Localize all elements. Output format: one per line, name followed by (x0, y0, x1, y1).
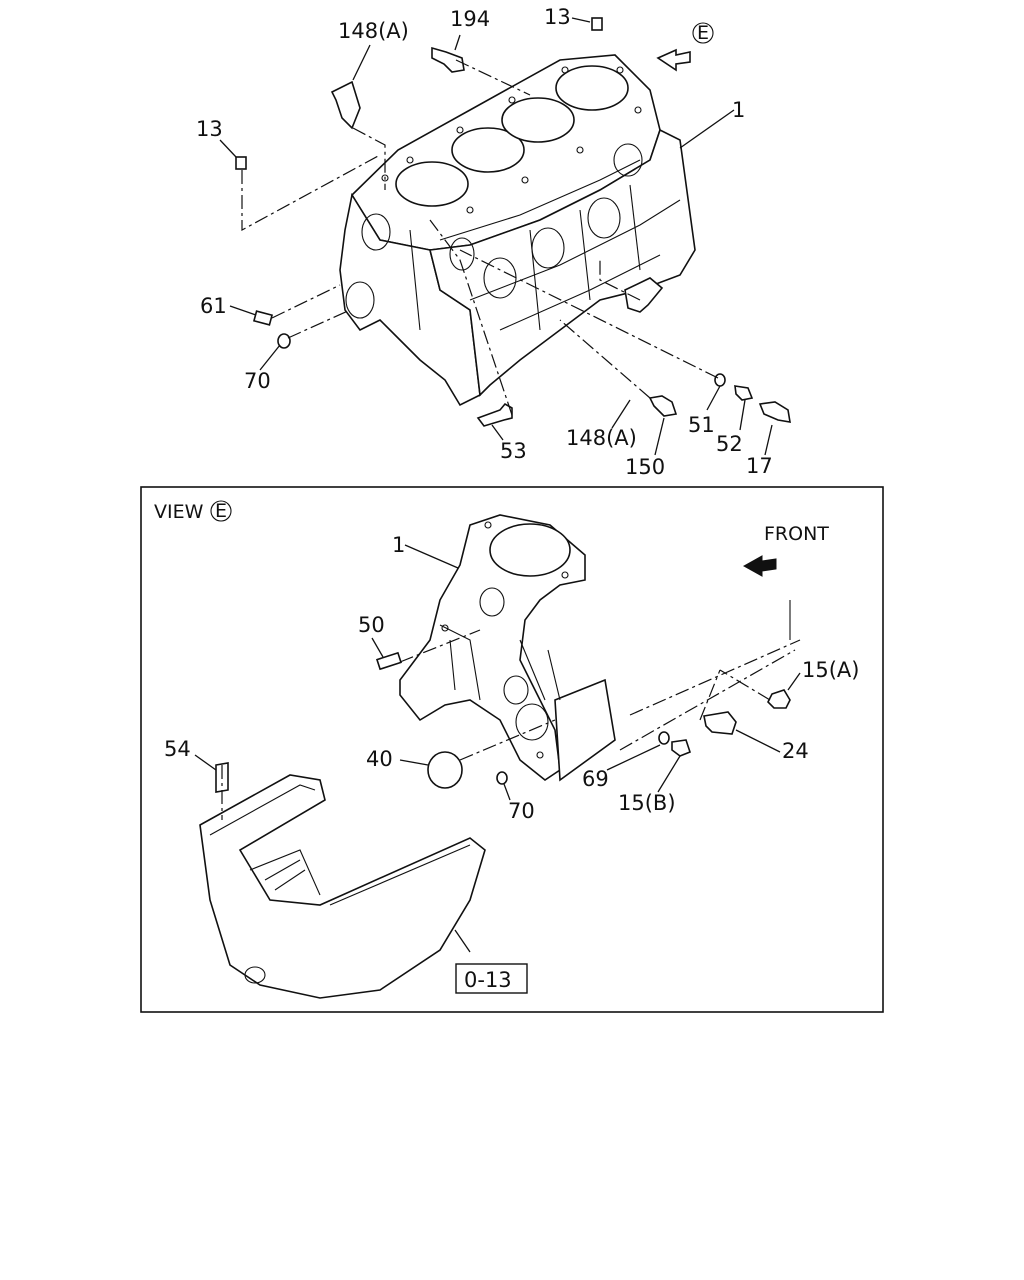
callout-148a-top: 148(A) (338, 19, 409, 43)
view-callout-50: 50 (358, 613, 385, 637)
view-callout-54: 54 (164, 737, 191, 761)
view-callout-69: 69 (582, 767, 609, 791)
callout-13-top: 13 (544, 5, 571, 29)
upper-leader-lines (219, 17, 773, 456)
callout-150: 150 (625, 455, 665, 479)
view-callout-40: 40 (366, 747, 393, 771)
ref-box-label: 0-13 (464, 968, 512, 992)
callout-70-top: 70 (244, 369, 271, 393)
view-callouts: 1 50 15(A) 24 40 69 15(B) 70 54 0-13 (164, 533, 859, 994)
ref-box (455, 963, 528, 994)
view-callout-1: 1 (392, 533, 405, 557)
view-letter: E (215, 500, 227, 522)
callout-17: 17 (746, 454, 773, 478)
view-small-parts (215, 651, 791, 793)
cylinder-block-drawing (339, 54, 696, 407)
callout-52: 52 (716, 432, 743, 456)
upper-callouts: 148(A) 194 13 E 13 1 61 70 53 148(A) 150… (196, 5, 773, 479)
view-title: VIEW (154, 501, 204, 523)
view-callout-15a: 15(A) (802, 658, 859, 682)
callout-51: 51 (688, 413, 715, 437)
oil-pan-drawing (199, 774, 486, 999)
callout-1-top: 1 (732, 98, 745, 122)
view-circle-icon (210, 500, 232, 522)
view-block-drawing (399, 514, 616, 782)
view-e-panel: VIEW E FRONT (140, 486, 884, 1013)
callout-148a-bottom: 148(A) (566, 426, 637, 450)
callout-61: 61 (200, 294, 227, 318)
front-label: FRONT (764, 523, 829, 545)
view-leader-lines (194, 544, 801, 953)
view-callout-24: 24 (782, 739, 809, 763)
callout-13-left: 13 (196, 117, 223, 141)
view-marker-letter: E (697, 22, 709, 44)
view-callout-15b: 15(B) (618, 791, 676, 815)
view-e-frame (140, 486, 884, 1013)
view-callout-70: 70 (508, 799, 535, 823)
upper-small-parts (235, 17, 791, 427)
callout-194: 194 (450, 7, 490, 31)
front-arrow-icon (742, 555, 777, 577)
callout-53: 53 (500, 439, 527, 463)
